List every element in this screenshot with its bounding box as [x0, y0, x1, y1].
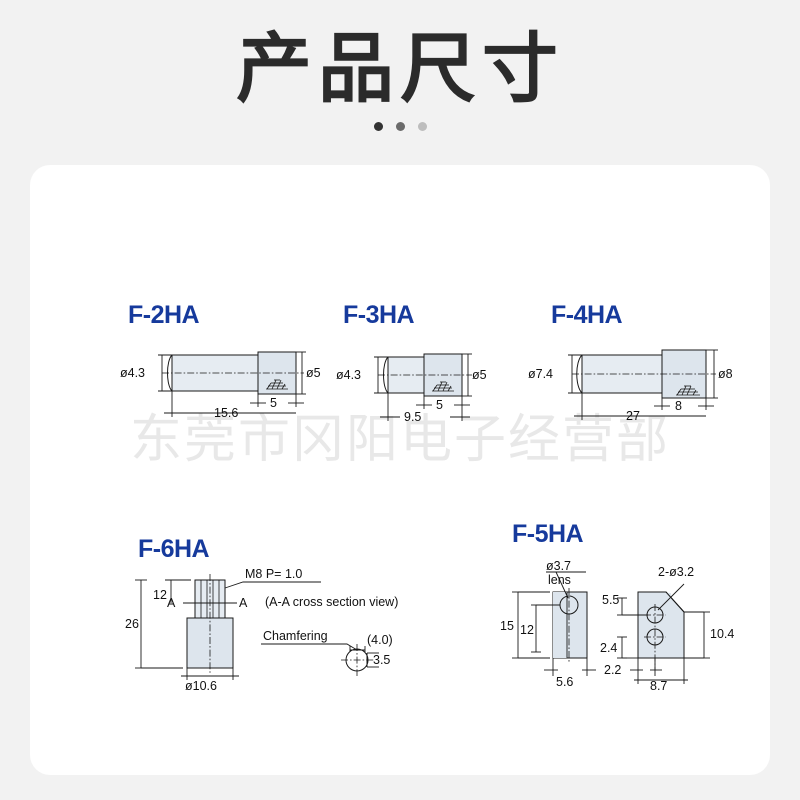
dim-left-dia-f-2ha: ø4.3 [120, 366, 145, 380]
dim-chamfer-width-f-6ha: (4.0) [367, 633, 393, 647]
product-label-f-4ha: F-4HA [551, 301, 623, 329]
dim-side-height-f-5ha: 10.4 [710, 627, 734, 641]
carousel-dot-1[interactable] [373, 122, 383, 131]
drawing-f-6ha: A A 12 26 M8 P= 1.0 [125, 567, 425, 693]
dim-total-len-f-3ha: 9.5 [404, 410, 421, 424]
dim-head-len-f-2ha: 5 [270, 396, 277, 410]
carousel-dot-3[interactable] [417, 122, 427, 131]
dim-hole-bottom-f-5ha: 2.4 [600, 641, 617, 655]
dim-total-len-f-2ha: 15.6 [214, 406, 238, 420]
product-label-f-3ha: F-3HA [343, 301, 415, 329]
section-letter-left-f-6ha: A [167, 596, 176, 610]
carousel-dots [0, 122, 800, 131]
dim-lens-dia-f-5ha: ø3.7 [546, 559, 571, 573]
dim-thread-f-6ha: M8 P= 1.0 [245, 567, 302, 581]
page-header: 产品尺寸 [0, 0, 800, 160]
dim-left-dia-f-3ha: ø4.3 [336, 368, 361, 382]
dim-total-len-f-4ha: 27 [626, 409, 640, 423]
diagram-card: 东莞市冈阳电子经营部 F-2HA [30, 165, 770, 775]
dim-head-len-f-4ha: 8 [675, 399, 682, 413]
dim-head-len-f-3ha: 5 [436, 398, 443, 412]
product-label-f-5ha: F-5HA [512, 520, 584, 548]
dim-right-dia-f-2ha: ø5 [306, 366, 321, 380]
product-label-f-6ha: F-6HA [138, 535, 210, 563]
dim-hole-offset-f-5ha: 2.2 [604, 663, 621, 677]
dim-width-front-f-5ha: 5.6 [556, 675, 573, 689]
dim-thread-len-f-6ha: 12 [153, 588, 167, 602]
dim-height-total-f-5ha: 15 [500, 619, 514, 633]
drawing-f-5ha: ø3.7 lens 15 12 [498, 559, 758, 693]
dim-side-width-f-5ha: 8.7 [650, 679, 667, 693]
note-cross-section-f-6ha: (A-A cross section view) [265, 595, 398, 609]
dim-holes-f-5ha: 2-ø3.2 [658, 565, 694, 579]
carousel-dot-2[interactable] [395, 122, 405, 131]
dim-hole-top-f-5ha: 5.5 [602, 593, 619, 607]
page-title: 产品尺寸 [236, 24, 564, 113]
drawing-f-2ha: ø4.3 ø5 5 15.6 [90, 345, 321, 420]
dim-chamfer-flat-f-6ha: 3.5 [373, 653, 390, 667]
dim-right-dia-f-4ha: ø8 [718, 367, 733, 381]
drawing-f-4ha: ø7.4 ø8 8 27 [510, 340, 760, 423]
product-label-f-2ha: F-2HA [128, 301, 200, 329]
drawing-f-3ha: ø4.3 ø5 5 9.5 [320, 345, 540, 425]
section-letter-right-f-6ha: A [239, 596, 248, 610]
dim-left-dia-f-4ha: ø7.4 [528, 367, 553, 381]
label-chamfering-f-6ha: Chamfering [263, 629, 328, 643]
dim-height-inner-f-5ha: 12 [520, 623, 534, 637]
dim-right-dia-f-3ha: ø5 [472, 368, 487, 382]
label-lens-f-5ha: lens [548, 573, 571, 587]
dim-total-len-f-6ha: 26 [125, 617, 139, 631]
dim-body-dia-f-6ha: ø10.6 [185, 679, 217, 693]
